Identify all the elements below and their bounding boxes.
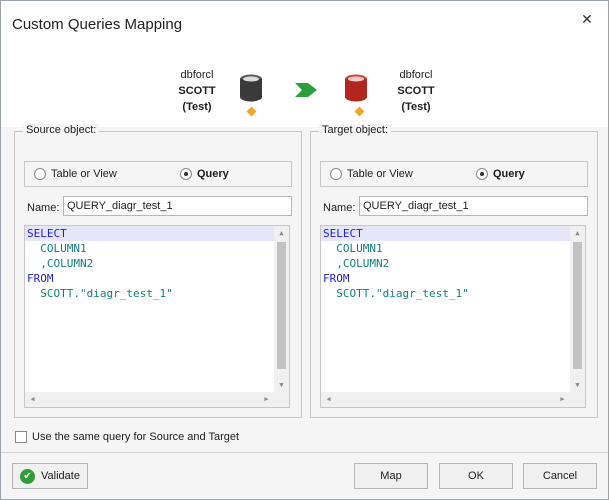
sql-keyword: FROM: [27, 272, 54, 285]
radio-unchecked-icon: [330, 168, 342, 180]
target-radio-table-label: Table or View: [347, 168, 413, 180]
target-schema-name: SCOTT: [397, 85, 435, 97]
target-name-label: Name:: [323, 202, 356, 214]
arrow-right-icon: [295, 83, 317, 97]
sql-line: COLUMN1: [25, 241, 289, 256]
sql-line: ,COLUMN2: [25, 256, 289, 271]
scroll-up-icon[interactable]: ▲: [575, 229, 580, 237]
source-object-group: Source object: Table or View Query Name:…: [14, 124, 302, 418]
scroll-down-icon[interactable]: ▼: [279, 381, 284, 389]
target-object-group: Target object: Table or View Query Name:…: [310, 124, 598, 418]
cancel-button[interactable]: Cancel: [523, 463, 597, 489]
same-query-checkbox[interactable]: Use the same query for Source and Target: [15, 431, 239, 443]
horizontal-scrollbar[interactable]: ◀ ▶: [25, 392, 274, 407]
source-radio-query[interactable]: Query: [180, 168, 229, 180]
sql-keyword: FROM: [323, 272, 350, 285]
sql-line: SELECT: [25, 226, 289, 241]
target-name-input[interactable]: [359, 196, 588, 216]
source-sql-editor[interactable]: SELECT COLUMN1 ,COLUMN2 FROM SCOTT."diag…: [24, 225, 290, 408]
sql-identifier: ,COLUMN2: [27, 257, 94, 270]
target-type-selector: Table or View Query: [320, 161, 588, 187]
connection-header: dbforcl SCOTT (Test) dbforcl SCOTT (Test…: [1, 45, 608, 127]
footer-divider: [1, 452, 608, 453]
scroll-down-icon[interactable]: ▼: [575, 381, 580, 389]
scroll-left-icon[interactable]: ◀: [30, 395, 35, 403]
sql-identifier: SCOTT."diagr_test_1": [323, 287, 469, 300]
sql-identifier: COLUMN1: [27, 242, 87, 255]
target-env-name: (Test): [401, 101, 431, 113]
scroll-right-icon[interactable]: ▶: [560, 395, 565, 403]
database-icon: [240, 74, 262, 102]
sql-line: COLUMN1: [321, 241, 585, 256]
sql-identifier: SCOTT."diagr_test_1": [27, 287, 173, 300]
same-query-label: Use the same query for Source and Target: [32, 431, 240, 443]
source-env-name: (Test): [182, 101, 212, 113]
scroll-right-icon[interactable]: ▶: [264, 395, 269, 403]
radio-checked-icon: [476, 168, 488, 180]
scroll-thumb[interactable]: [277, 242, 286, 369]
scroll-corner: [274, 392, 289, 407]
scroll-thumb[interactable]: [573, 242, 582, 369]
validate-button[interactable]: ✔ Validate: [12, 463, 88, 489]
ok-button[interactable]: OK: [439, 463, 513, 489]
target-sql-editor[interactable]: SELECT COLUMN1 ,COLUMN2 FROM SCOTT."diag…: [320, 225, 586, 408]
sql-line: FROM: [321, 271, 585, 286]
radio-unchecked-icon: [34, 168, 46, 180]
radio-checked-icon: [180, 168, 192, 180]
close-icon[interactable]: ✕: [581, 11, 593, 27]
sql-line: FROM: [25, 271, 289, 286]
sql-line: SCOTT."diagr_test_1": [321, 286, 585, 301]
source-group-label: Source object:: [23, 124, 100, 136]
vertical-scrollbar[interactable]: ▲ ▼: [274, 226, 289, 393]
target-radio-query[interactable]: Query: [476, 168, 525, 180]
sql-keyword: SELECT: [323, 227, 363, 240]
validate-label: Validate: [41, 470, 80, 482]
source-schema-name: SCOTT: [178, 85, 216, 97]
database-icon: [345, 74, 367, 102]
sql-line: SELECT: [321, 226, 585, 241]
source-type-selector: Table or View Query: [24, 161, 292, 187]
target-group-label: Target object:: [319, 124, 392, 136]
scroll-corner: [570, 392, 585, 407]
source-radio-table-or-view[interactable]: Table or View: [34, 168, 117, 180]
scroll-left-icon[interactable]: ◀: [326, 395, 331, 403]
source-name-input[interactable]: [63, 196, 292, 216]
sql-identifier: ,COLUMN2: [323, 257, 390, 270]
source-connection-info: dbforcl SCOTT (Test): [175, 67, 219, 115]
target-radio-query-label: Query: [493, 168, 525, 180]
horizontal-scrollbar[interactable]: ◀ ▶: [321, 392, 570, 407]
sql-line: ,COLUMN2: [321, 256, 585, 271]
title-bar: Custom Queries Mapping ✕: [1, 1, 608, 45]
target-radio-table-or-view[interactable]: Table or View: [330, 168, 413, 180]
source-radio-query-label: Query: [197, 168, 229, 180]
source-radio-table-label: Table or View: [51, 168, 117, 180]
sql-identifier: COLUMN1: [323, 242, 383, 255]
map-button[interactable]: Map: [354, 463, 428, 489]
vertical-scrollbar[interactable]: ▲ ▼: [570, 226, 585, 393]
source-server-name: dbforcl: [180, 69, 214, 81]
source-name-label: Name:: [27, 202, 60, 214]
sql-keyword: SELECT: [27, 227, 67, 240]
target-connection-info: dbforcl SCOTT (Test): [394, 67, 438, 115]
sql-line: SCOTT."diagr_test_1": [25, 286, 289, 301]
checkbox-unchecked-icon: [15, 431, 27, 443]
diamond-icon: [246, 106, 257, 117]
check-circle-icon: ✔: [20, 468, 36, 484]
dialog-title: Custom Queries Mapping: [12, 16, 183, 33]
target-server-name: dbforcl: [399, 69, 433, 81]
scroll-up-icon[interactable]: ▲: [279, 229, 284, 237]
diamond-icon: [354, 106, 365, 117]
